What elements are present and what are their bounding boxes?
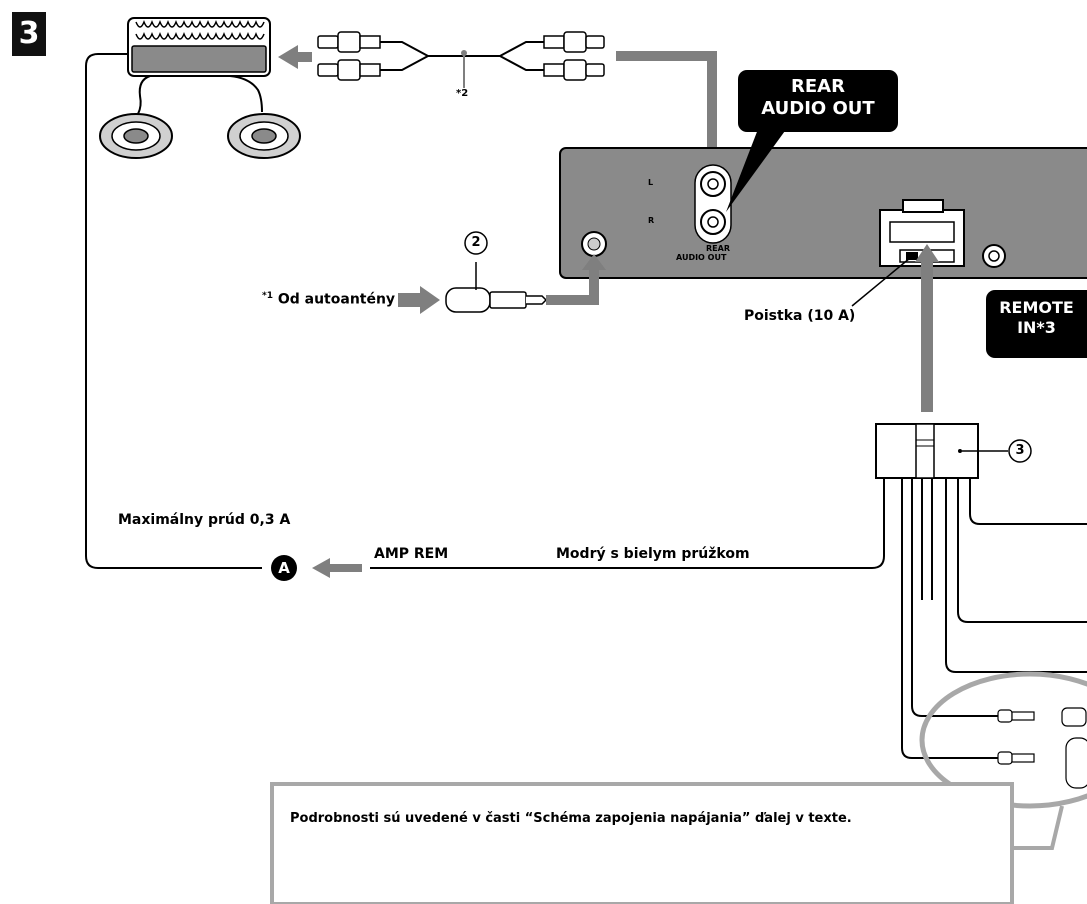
bullet-connectors-icon — [997, 707, 1087, 789]
remote-in-callout-line1: REMOTE — [999, 298, 1074, 317]
head-unit-rear-panel — [559, 147, 1087, 279]
antenna-adapter-icon — [445, 262, 548, 313]
fuse-label: Poistka (10 A) — [744, 308, 856, 324]
label-l: L — [648, 178, 654, 187]
num-3-label: 3 — [1015, 443, 1025, 458]
rear-audio-out-callout-line2: AUDIO OUT — [761, 98, 875, 119]
speaker-left-icon — [99, 113, 173, 159]
rear-audio-out-pointer — [726, 124, 790, 212]
num-2-label: 2 — [471, 235, 481, 250]
note-box — [270, 782, 1014, 904]
antenna-footnote: *1 — [262, 291, 273, 301]
num-3-circle — [1008, 439, 1032, 463]
rca-cable-icon — [317, 31, 605, 88]
power-connector-icon — [875, 423, 1008, 479]
arrow-to-amplifier — [278, 45, 312, 69]
blue-white-label: Modrý s bielym prúžkom — [556, 546, 750, 562]
rear-audio-out-callout: REAR AUDIO OUT — [738, 70, 898, 132]
remote-in-callout: REMOTE IN*3 — [986, 290, 1087, 358]
step-number: 3 — [12, 12, 46, 56]
max-current-label: Maximálny prúd 0,3 A — [118, 512, 291, 528]
arrow-rca-to-unit — [616, 51, 717, 158]
arrow-to-a — [312, 558, 362, 578]
antenna-label: *1 Od autoantény — [262, 291, 395, 308]
rear-audio-out-callout-line1: REAR — [791, 76, 845, 97]
amplifier-icon — [127, 17, 271, 77]
note-2-label: *2 — [456, 88, 469, 99]
note-text: Podrobnosti sú uvedené v časti “Schéma z… — [290, 811, 852, 826]
antenna-text: Od autoantény — [277, 291, 396, 308]
power-wires — [370, 478, 1087, 759]
circle-a — [271, 555, 297, 581]
num-2-circle — [464, 231, 488, 255]
circle-a-label: A — [278, 559, 290, 577]
label-r: R — [648, 216, 655, 225]
remote-in-callout-line2: IN*3 — [1017, 318, 1056, 337]
label-audio-out-small: AUDIO OUT — [676, 253, 727, 262]
connector-oval — [919, 671, 1087, 809]
amp-rem-label: AMP REM — [374, 546, 449, 562]
arrow-antenna-in — [398, 286, 440, 314]
label-rear-small: REAR — [706, 244, 730, 253]
speaker-right-icon — [227, 113, 301, 159]
